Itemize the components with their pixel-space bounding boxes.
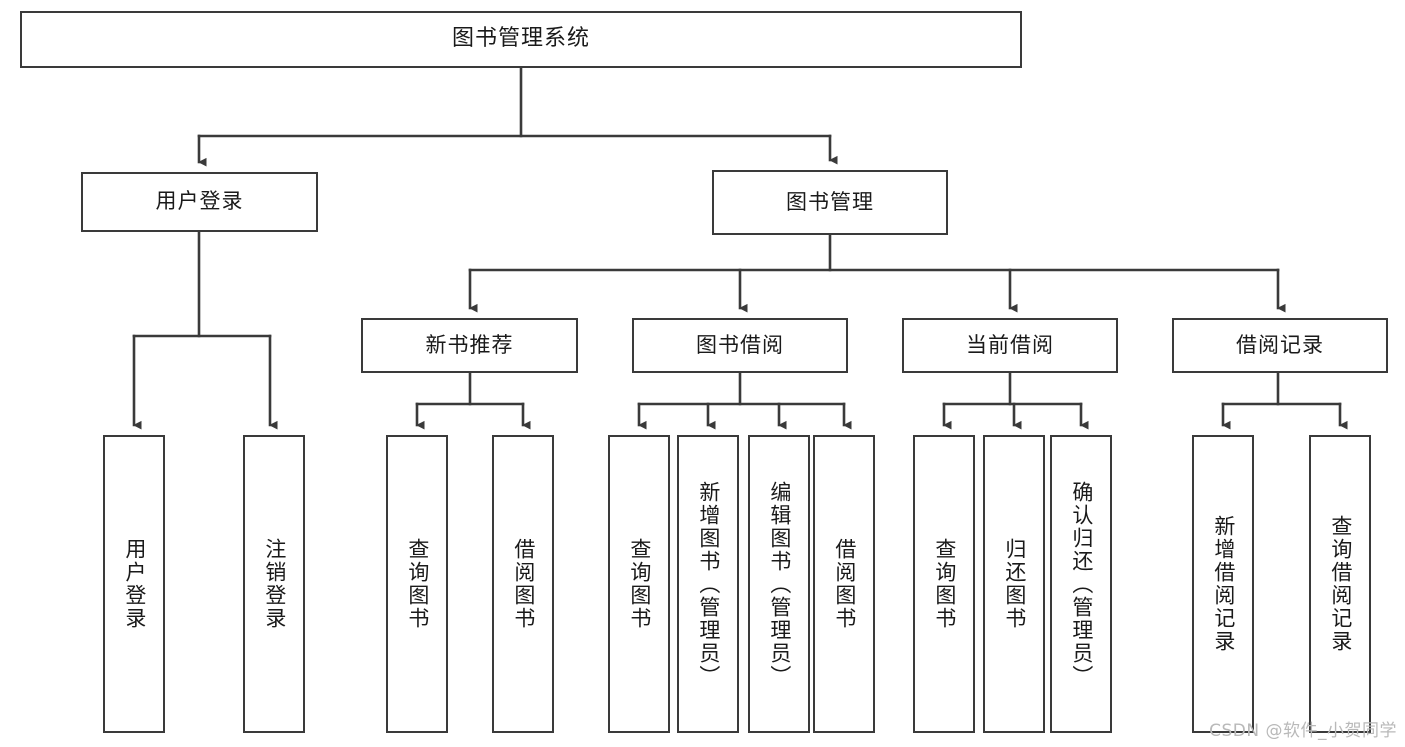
- node-book-management-label: 图书管理: [786, 189, 874, 214]
- leaf-label: 查询图书: [627, 538, 652, 630]
- node-book-management[interactable]: 图书管理: [712, 170, 948, 235]
- node-root[interactable]: 图书管理系统: [20, 11, 1022, 68]
- leaf-current-borrow-confirm-return[interactable]: 确认归还（管理员）: [1050, 435, 1112, 733]
- watermark: CSDN @软件_小贺同学: [1209, 721, 1397, 741]
- node-borrow-record[interactable]: 借阅记录: [1172, 318, 1388, 373]
- node-current-borrow[interactable]: 当前借阅: [902, 318, 1118, 373]
- leaf-label: 查询借阅记录: [1328, 515, 1353, 653]
- node-book-borrow-label: 图书借阅: [696, 332, 784, 357]
- leaf-current-borrow-query[interactable]: 查询图书: [913, 435, 975, 733]
- leaf-new-book-borrow[interactable]: 借阅图书: [492, 435, 554, 733]
- leaf-label: 编辑图书（管理员）: [767, 480, 792, 688]
- leaf-borrow-record-add[interactable]: 新增借阅记录: [1192, 435, 1254, 733]
- leaf-borrow-record-query[interactable]: 查询借阅记录: [1309, 435, 1371, 733]
- node-new-book-recommend-label: 新书推荐: [425, 332, 514, 357]
- leaf-label: 借阅图书: [832, 538, 857, 630]
- node-borrow-record-label: 借阅记录: [1236, 332, 1324, 357]
- node-book-borrow[interactable]: 图书借阅: [632, 318, 848, 373]
- leaf-label: 确认归还（管理员）: [1069, 480, 1094, 688]
- leaf-book-borrow-borrow[interactable]: 借阅图书: [813, 435, 875, 733]
- leaf-book-borrow-query[interactable]: 查询图书: [608, 435, 670, 733]
- leaf-label: 注销登录: [262, 538, 287, 630]
- leaf-label: 借阅图书: [511, 538, 536, 630]
- node-user-login-label: 用户登录: [155, 189, 244, 214]
- leaf-book-borrow-add[interactable]: 新增图书（管理员）: [677, 435, 739, 733]
- node-current-borrow-label: 当前借阅: [966, 332, 1054, 357]
- node-user-login[interactable]: 用户登录: [81, 172, 318, 232]
- leaf-new-book-query[interactable]: 查询图书: [386, 435, 448, 733]
- leaf-label: 新增图书（管理员）: [696, 480, 721, 688]
- leaf-label: 用户登录: [122, 538, 147, 630]
- leaf-label: 新增借阅记录: [1211, 515, 1236, 653]
- leaf-label: 查询图书: [932, 538, 957, 630]
- leaf-current-borrow-return[interactable]: 归还图书: [983, 435, 1045, 733]
- leaf-label: 查询图书: [405, 538, 430, 630]
- leaf-user-login-login[interactable]: 用户登录: [103, 435, 165, 733]
- leaf-user-login-logout[interactable]: 注销登录: [243, 435, 305, 733]
- leaf-label: 归还图书: [1002, 538, 1027, 630]
- node-root-label: 图书管理系统: [451, 26, 590, 52]
- leaf-book-borrow-edit[interactable]: 编辑图书（管理员）: [748, 435, 810, 733]
- node-new-book-recommend[interactable]: 新书推荐: [361, 318, 578, 373]
